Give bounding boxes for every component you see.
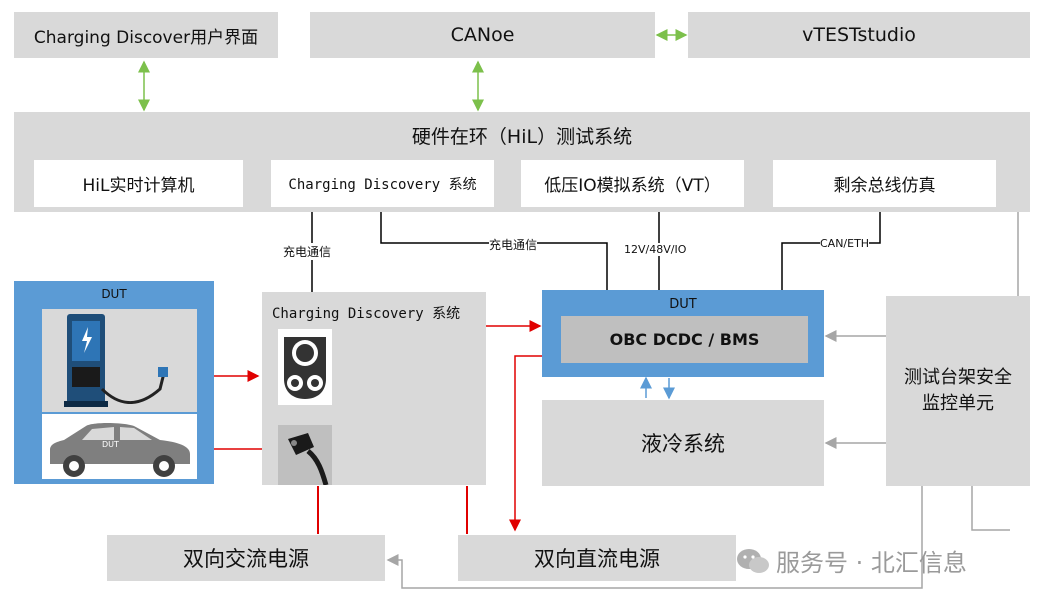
hil-lowvoltage-io: 低压IO模拟系统（VT）	[521, 160, 744, 207]
vteststudio-box: vTESTstudio	[688, 12, 1030, 58]
user-interface-label: Charging Discover用户界面	[33, 27, 259, 48]
watermark-text: 服务号 · 北汇信息	[776, 549, 967, 577]
module-label: HiL实时计算机	[82, 176, 195, 196]
canoe-label: CANoe	[450, 24, 515, 46]
bidirectional-dc-power-box: 双向直流电源	[458, 535, 736, 581]
obc-dcdc-bms-box: OBC DCDC / BMS	[561, 316, 808, 363]
user-interface-box: Charging Discover用户界面	[14, 12, 278, 58]
watermark: 服务号 · 北汇信息	[736, 543, 967, 578]
car-dut-label: DUT	[102, 440, 119, 449]
liquid-cooling-box: 液冷系统	[542, 400, 824, 486]
center-dut-box: DUT OBC DCDC / BMS	[542, 290, 824, 377]
module-label: Charging Discovery 系统	[288, 176, 477, 193]
liquid-cooling-label: 液冷系统	[641, 432, 725, 456]
bidirectional-ac-power-box: 双向交流电源	[107, 535, 385, 581]
left-dut-label: DUT	[101, 287, 127, 301]
can-eth-label: CAN/ETH	[820, 237, 870, 250]
wechat-icon	[737, 548, 769, 573]
safety-monitor-box: 测试台架安全 监控单元	[886, 296, 1030, 486]
charging-discovery-system-box: Charging Discovery 系统	[262, 292, 486, 486]
dc-power-label: 双向直流电源	[534, 547, 660, 571]
charging-socket-image	[278, 329, 332, 405]
module-label: 低压IO模拟系统（VT）	[544, 176, 721, 196]
charging-plug-image	[278, 425, 332, 486]
charging-station-icon	[64, 314, 168, 407]
hil-system-title: 硬件在环（HiL）测试系统	[411, 126, 633, 148]
obc-dcdc-bms-label: OBC DCDC / BMS	[609, 330, 760, 349]
charging-plug-icon	[288, 433, 329, 486]
hil-restbus-simulation: 剩余总线仿真	[773, 160, 996, 207]
center-dut-label: DUT	[669, 297, 697, 312]
module-label: 剩余总线仿真	[833, 176, 936, 196]
io-label: 12V/48V/IO	[624, 243, 687, 256]
hil-realtime-computer: HiL实时计算机	[34, 160, 243, 207]
safety-monitor-label-line2: 监控单元	[922, 393, 994, 414]
ac-power-label: 双向交流电源	[183, 547, 309, 571]
car-icon	[50, 423, 190, 477]
safety-monitor-label-line1: 测试台架安全	[904, 367, 1012, 388]
canoe-box: CANoe	[310, 12, 655, 58]
hil-charging-discovery: Charging Discovery 系统	[271, 160, 494, 207]
vteststudio-label: vTESTstudio	[802, 24, 916, 46]
charging-socket-icon	[284, 337, 326, 399]
left-dut-box: DUT DUT	[14, 281, 214, 484]
charge-comm-label-2: 充电通信	[489, 236, 538, 253]
charge-comm-label-1: 充电通信	[283, 243, 332, 260]
charging-station-image	[42, 309, 197, 412]
vehicle-image: DUT	[42, 414, 197, 479]
charging-discovery-title: Charging Discovery 系统	[272, 306, 461, 322]
